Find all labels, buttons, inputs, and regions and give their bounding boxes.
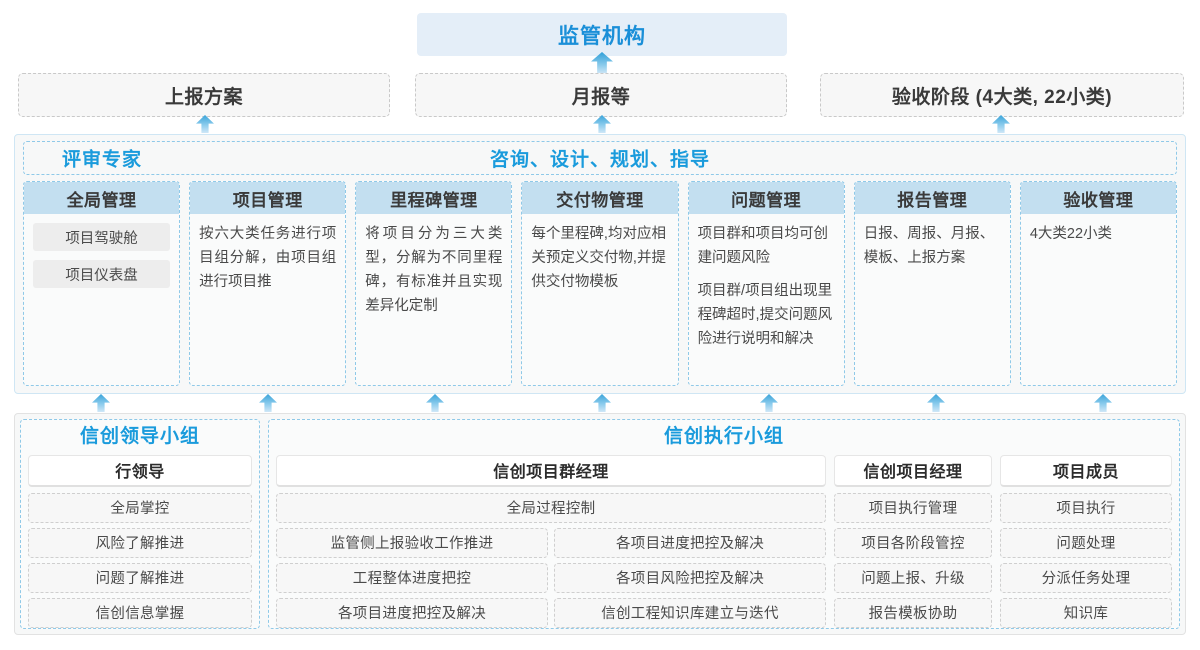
consulting-services-label: 咨询、设计、规划、指导	[489, 149, 710, 171]
module-title: 问题管理	[688, 182, 844, 214]
role-item[interactable]: 项目执行管理	[834, 492, 992, 523]
role-item[interactable]: 问题上报、升级	[834, 562, 992, 593]
report-box-monthly: 月报等	[415, 73, 787, 117]
module-row: 全局管理 项目驾驶舱 项目仪表盘 项目管理 按六大类任务进行项目组分解，由项目组…	[23, 181, 1177, 386]
module-pill[interactable]: 项目仪表盘	[33, 260, 171, 288]
role-item-list: 全局掌控 风险了解推进 问题了解推进 信创信息掌握	[28, 492, 252, 628]
role-column-bank-leader: 行领导 全局掌控 风险了解推进 问题了解推进 信创信息掌握	[28, 454, 252, 628]
role-header[interactable]: 信创项目群经理	[276, 454, 826, 487]
role-item-row: 监管侧上报验收工作推进 各项目进度把控及解决	[276, 527, 826, 558]
role-item[interactable]: 工程整体进度把控	[276, 562, 548, 593]
arrow-to-module-6	[927, 394, 945, 412]
module-body: 将项目分为三大类型，分解为不同里程碑，有标准并且实现差异化定制	[356, 214, 511, 385]
role-item[interactable]: 项目执行	[1000, 492, 1172, 523]
module-title: 交付物管理	[522, 182, 678, 214]
module-title: 全局管理	[24, 182, 180, 214]
role-item-row: 工程整体进度把控 各项目风险把控及解决	[276, 562, 826, 593]
role-item[interactable]: 各项目进度把控及解决	[554, 527, 826, 558]
role-item[interactable]: 各项目进度把控及解决	[276, 597, 548, 628]
role-item-list: 项目执行 问题处理 分派任务处理 知识库	[1000, 492, 1172, 628]
role-header[interactable]: 信创项目经理	[834, 454, 992, 487]
arrow-to-module-5	[760, 394, 778, 412]
role-item[interactable]: 项目各阶段管控	[834, 527, 992, 558]
module-title: 验收管理	[1020, 182, 1176, 214]
role-item[interactable]: 各项目风险把控及解决	[554, 562, 826, 593]
module-paragraph: 按六大类任务进行项目组分解，由项目组进行项目推	[199, 226, 337, 290]
execution-group-title: 信创执行小组	[663, 426, 784, 447]
arrow-to-module-7	[1094, 394, 1112, 412]
org-panel: 信创领导小组 行领导 全局掌控 风险了解推进 问题了解推进 信创信息掌握 信创执…	[14, 413, 1186, 635]
module-title: 项目管理	[190, 182, 346, 214]
leader-group: 信创领导小组 行领导 全局掌控 风险了解推进 问题了解推进 信创信息掌握	[20, 419, 260, 629]
role-column-program-manager: 信创项目群经理 全局过程控制 监管侧上报验收工作推进 各项目进度把控及解决 工程…	[276, 454, 826, 628]
arrow-to-module-2	[259, 394, 277, 412]
arrow-to-module-4	[593, 394, 611, 412]
role-item-list: 全局过程控制 监管侧上报验收工作推进 各项目进度把控及解决 工程整体进度把控 各…	[276, 492, 826, 628]
arrow-to-report-accept	[992, 115, 1010, 133]
report-box-plan: 上报方案	[18, 73, 390, 117]
module-body: 项目驾驶舱 项目仪表盘	[24, 214, 179, 385]
role-item[interactable]: 风险了解推进	[28, 527, 252, 558]
regulator-box: 监管机构	[417, 13, 787, 56]
module-card-project-management[interactable]: 项目管理 按六大类任务进行项目组分解，由项目组进行项目推	[189, 181, 347, 386]
module-card-global-management[interactable]: 全局管理 项目驾驶舱 项目仪表盘	[23, 181, 181, 386]
module-paragraph: 日报、周报、月报、模板、上报方案	[863, 226, 995, 266]
execution-group: 信创执行小组 信创项目群经理 全局过程控制 监管侧上报验收工作推进 各项目进度把…	[268, 419, 1180, 629]
module-card-issue-management[interactable]: 问题管理 项目群和项目均可创建问题风险 项目群/项目组出现里程碑超时,提交问题风…	[687, 181, 845, 386]
role-item-row: 各项目进度把控及解决 信创工程知识库建立与迭代	[276, 597, 826, 628]
module-paragraph: 将项目分为三大类型，分解为不同里程碑，有标准并且实现差异化定制	[365, 226, 503, 314]
module-paragraph: 项目群/项目组出现里程碑超时,提交问题风险进行说明和解决	[697, 282, 833, 347]
module-body: 4大类22小类	[1021, 214, 1176, 385]
role-header[interactable]: 项目成员	[1000, 454, 1172, 487]
module-card-report-management[interactable]: 报告管理 日报、周报、月报、模板、上报方案	[853, 181, 1011, 386]
role-item[interactable]: 信创工程知识库建立与迭代	[554, 597, 826, 628]
role-column-project-manager: 信创项目经理 项目执行管理 项目各阶段管控 问题上报、升级 报告模板协助	[834, 454, 992, 628]
role-item-list: 项目执行管理 项目各阶段管控 问题上报、升级 报告模板协助	[834, 492, 992, 628]
leader-role-columns: 行领导 全局掌控 风险了解推进 问题了解推进 信创信息掌握	[28, 454, 252, 628]
module-body: 项目群和项目均可创建问题风险 项目群/项目组出现里程碑超时,提交问题风险进行说明…	[689, 214, 844, 385]
role-item[interactable]: 信创信息掌握	[28, 597, 252, 628]
report-accept-label: 验收阶段 (4大类, 22小类)	[891, 86, 1113, 108]
module-card-milestone-management[interactable]: 里程碑管理 将项目分为三大类型，分解为不同里程碑，有标准并且实现差异化定制	[355, 181, 513, 386]
consulting-panel: 评审专家 咨询、设计、规划、指导 全局管理 项目驾驶舱 项目仪表盘 项目管理 按…	[14, 134, 1186, 394]
arrow-to-module-3	[426, 394, 444, 412]
role-item[interactable]: 报告模板协助	[834, 597, 992, 628]
module-card-acceptance-management[interactable]: 验收管理 4大类22小类	[1019, 181, 1177, 386]
regulator-label: 监管机构	[558, 24, 646, 48]
module-body: 日报、周报、月报、模板、上报方案	[855, 214, 1010, 385]
execution-role-columns: 信创项目群经理 全局过程控制 监管侧上报验收工作推进 各项目进度把控及解决 工程…	[276, 454, 1172, 628]
module-paragraph: 每个里程碑,均对应相关预定义交付物,并提供交付物模板	[531, 226, 666, 290]
role-header[interactable]: 行领导	[28, 454, 252, 487]
report-plan-label: 上报方案	[164, 86, 243, 108]
module-body: 每个里程碑,均对应相关预定义交付物,并提供交付物模板	[522, 214, 677, 385]
module-title: 里程碑管理	[356, 182, 512, 214]
module-body: 按六大类任务进行项目组分解，由项目组进行项目推	[190, 214, 345, 385]
role-item[interactable]: 知识库	[1000, 597, 1172, 628]
module-card-deliverable-management[interactable]: 交付物管理 每个里程碑,均对应相关预定义交付物,并提供交付物模板	[521, 181, 679, 386]
arrow-to-module-1	[92, 394, 110, 412]
role-item[interactable]: 问题了解推进	[28, 562, 252, 593]
role-item[interactable]: 全局过程控制	[276, 492, 826, 523]
arrow-to-report-month	[593, 115, 611, 133]
module-paragraph: 项目群和项目均可创建问题风险	[697, 226, 829, 266]
role-item[interactable]: 问题处理	[1000, 527, 1172, 558]
module-paragraph: 4大类22小类	[1029, 226, 1113, 242]
role-item[interactable]: 分派任务处理	[1000, 562, 1172, 593]
report-month-label: 月报等	[571, 86, 631, 108]
arrow-to-report-plan	[196, 115, 214, 133]
module-title: 报告管理	[854, 182, 1010, 214]
role-column-project-member: 项目成员 项目执行 问题处理 分派任务处理 知识库	[1000, 454, 1172, 628]
review-expert-label: 评审专家	[62, 149, 143, 171]
consulting-panel-header: 评审专家 咨询、设计、规划、指导	[23, 141, 1177, 175]
role-item[interactable]: 监管侧上报验收工作推进	[276, 527, 548, 558]
leader-group-title: 信创领导小组	[79, 426, 200, 447]
report-box-acceptance: 验收阶段 (4大类, 22小类)	[820, 73, 1184, 117]
role-item[interactable]: 全局掌控	[28, 492, 252, 523]
module-pill[interactable]: 项目驾驶舱	[33, 223, 171, 251]
